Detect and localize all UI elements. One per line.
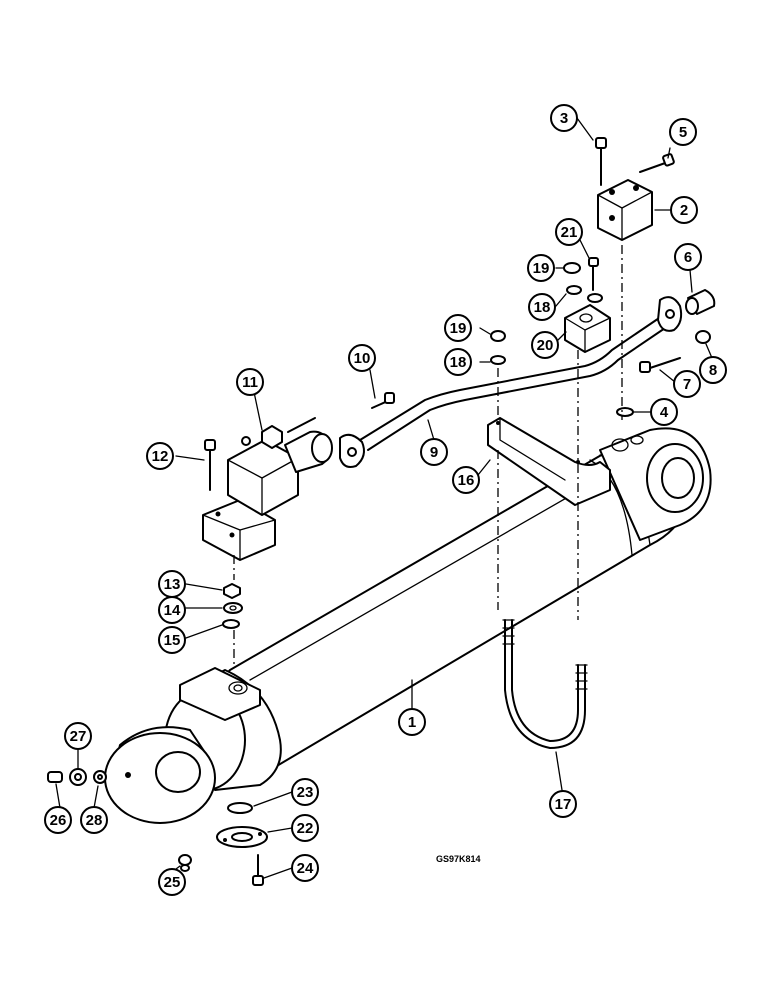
nut-19-top bbox=[563, 262, 581, 274]
saddle-bracket bbox=[487, 417, 611, 506]
svg-text:16: 16 bbox=[458, 472, 475, 489]
washer-18-top bbox=[566, 285, 603, 303]
callout-4: 4 bbox=[650, 398, 678, 426]
svg-text:6: 6 bbox=[684, 249, 692, 266]
bolt-21 bbox=[588, 257, 599, 291]
callout-28: 28 bbox=[80, 806, 108, 834]
callout-8: 8 bbox=[699, 356, 727, 384]
callout-17: 17 bbox=[549, 790, 577, 818]
nut-8 bbox=[695, 330, 711, 344]
callout-6: 6 bbox=[674, 243, 702, 271]
bracket-20 bbox=[564, 304, 611, 353]
svg-text:28: 28 bbox=[86, 812, 103, 829]
bolt-10 bbox=[371, 392, 395, 409]
bolt-5 bbox=[639, 153, 675, 173]
svg-text:15: 15 bbox=[164, 632, 181, 649]
svg-text:19: 19 bbox=[533, 260, 550, 277]
callout-19-mid: 19 bbox=[444, 314, 472, 342]
svg-text:27: 27 bbox=[70, 728, 87, 745]
oring-4 bbox=[616, 407, 634, 417]
alignment-lines bbox=[233, 245, 623, 665]
svg-text:2: 2 bbox=[680, 202, 688, 219]
drawing-reference: GS97K814 bbox=[436, 854, 481, 864]
hydraulic-pipe bbox=[339, 296, 683, 468]
svg-text:25: 25 bbox=[164, 874, 181, 891]
svg-text:13: 13 bbox=[164, 576, 181, 593]
callout-26: 26 bbox=[44, 806, 72, 834]
svg-text:9: 9 bbox=[430, 444, 438, 461]
callout-15: 15 bbox=[158, 626, 186, 654]
bolt-12 bbox=[204, 439, 216, 491]
svg-text:26: 26 bbox=[50, 812, 67, 829]
svg-text:10: 10 bbox=[354, 350, 371, 367]
callout-18-top: 18 bbox=[528, 293, 556, 321]
callout-5: 5 bbox=[669, 118, 697, 146]
callout-11: 11 bbox=[236, 368, 264, 396]
svg-text:4: 4 bbox=[660, 404, 669, 421]
valve-assembly bbox=[202, 417, 333, 561]
svg-text:18: 18 bbox=[534, 299, 551, 316]
callout-12: 12 bbox=[146, 442, 174, 470]
callout-13: 13 bbox=[158, 570, 186, 598]
svg-text:3: 3 bbox=[560, 110, 568, 127]
callout-1: 1 bbox=[398, 708, 426, 736]
svg-text:21: 21 bbox=[561, 224, 578, 241]
svg-text:17: 17 bbox=[555, 796, 572, 813]
plug-25 bbox=[178, 854, 192, 872]
svg-text:19: 19 bbox=[450, 320, 467, 337]
svg-text:20: 20 bbox=[537, 337, 554, 354]
svg-text:8: 8 bbox=[709, 362, 717, 379]
flange-22 bbox=[216, 826, 268, 848]
svg-text:22: 22 bbox=[297, 820, 314, 837]
callout-18-mid: 18 bbox=[444, 348, 472, 376]
washer-18-mid bbox=[490, 355, 506, 365]
svg-text:7: 7 bbox=[683, 376, 691, 393]
callout-7: 7 bbox=[673, 370, 701, 398]
callout-2: 2 bbox=[670, 196, 698, 224]
callout-25: 25 bbox=[158, 868, 186, 896]
callout-21: 21 bbox=[555, 218, 583, 246]
bolt-3 bbox=[595, 137, 607, 186]
svg-text:11: 11 bbox=[242, 374, 258, 391]
callout-23: 23 bbox=[291, 778, 319, 806]
callout-14: 14 bbox=[158, 596, 186, 624]
callout-10: 10 bbox=[348, 344, 376, 372]
leader-lines bbox=[55, 117, 713, 879]
nut-19-mid bbox=[490, 330, 506, 342]
fittings-26-27-28 bbox=[47, 768, 107, 786]
oring-23 bbox=[227, 802, 253, 814]
sleeve-6 bbox=[685, 289, 716, 315]
callout-9: 9 bbox=[420, 438, 448, 466]
svg-text:12: 12 bbox=[152, 448, 169, 465]
callout-20: 20 bbox=[531, 331, 559, 359]
callout-24: 24 bbox=[291, 854, 319, 882]
svg-text:14: 14 bbox=[164, 602, 181, 619]
svg-text:18: 18 bbox=[450, 354, 467, 371]
callout-3: 3 bbox=[550, 104, 578, 132]
callout-22: 22 bbox=[291, 814, 319, 842]
svg-text:24: 24 bbox=[297, 860, 314, 877]
clamp-block bbox=[597, 179, 653, 241]
cylinder-head-end bbox=[104, 667, 282, 824]
fittings-13-14-15 bbox=[222, 583, 243, 629]
callout-27: 27 bbox=[64, 722, 92, 750]
bolt-24 bbox=[252, 854, 264, 886]
svg-text:23: 23 bbox=[297, 784, 314, 801]
bolt-7 bbox=[639, 357, 681, 373]
svg-text:1: 1 bbox=[408, 714, 416, 731]
callout-16: 16 bbox=[452, 466, 480, 494]
callout-19-top: 19 bbox=[527, 254, 555, 282]
svg-text:5: 5 bbox=[679, 124, 687, 141]
u-bolt bbox=[502, 619, 588, 749]
rod-end-eye bbox=[599, 427, 712, 541]
